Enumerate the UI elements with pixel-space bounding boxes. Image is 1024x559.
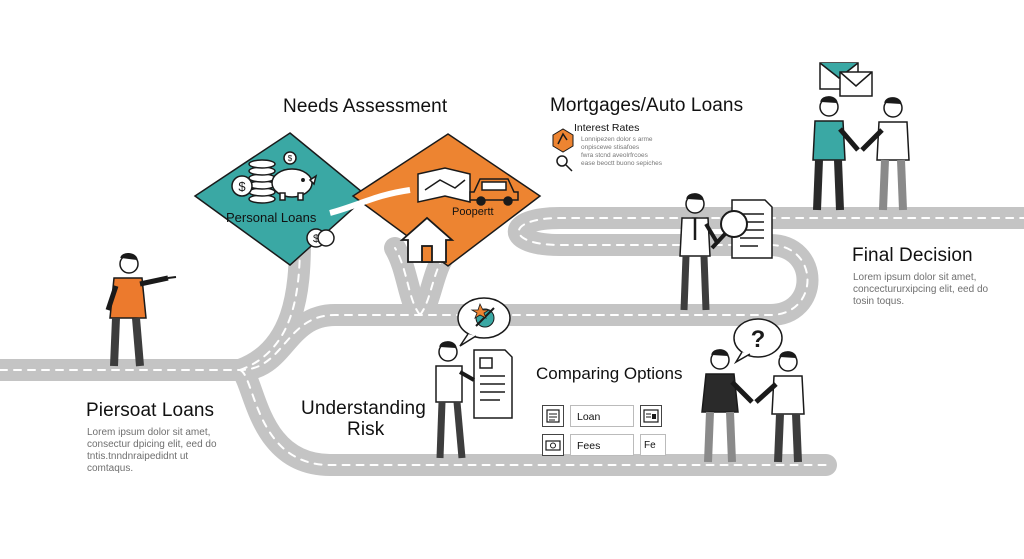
- diamond-label-property: Poopertt: [452, 206, 494, 218]
- interest-rates-text: Lonnipezen dolor s arme onpiscewe stisaf…: [581, 136, 662, 167]
- svg-text:$: $: [313, 233, 319, 245]
- magnifier-icon: [556, 155, 573, 172]
- question-bubble-icon: ?: [733, 318, 783, 365]
- option-loan-terms: Loan Terms: [570, 405, 634, 445]
- envelope-icon: [819, 62, 873, 97]
- option-fee-abbrev: Fe: [640, 434, 666, 456]
- heading-needs-assessment: Needs Assessment: [283, 96, 448, 117]
- document-icon: [473, 349, 513, 419]
- diamond-property: [329, 133, 542, 267]
- card-icon: [640, 405, 662, 427]
- heading-mortgages-auto-loans: Mortgages/Auto Loans: [550, 95, 744, 116]
- svg-text:$: $: [288, 154, 293, 163]
- interest-rates-title: Interest Rates: [574, 122, 640, 134]
- personal-loans-text: Lorem ipsum dolor sit amet, consectur dp…: [87, 427, 217, 474]
- person-with-magnifier: [679, 193, 720, 311]
- idea-bubble-icon: [457, 297, 511, 347]
- diamond-personal-loans: $ $ $: [193, 132, 369, 266]
- checklist-icon: [542, 405, 564, 427]
- car-icon: [469, 178, 519, 206]
- option-fees: Fees: [570, 434, 634, 456]
- handshake-people-comparing: [701, 349, 805, 463]
- diamond-label-personal-loans: Personal Loans: [226, 210, 317, 225]
- heading-understanding: Understanding: [301, 398, 426, 419]
- road-dashes: [0, 217, 1024, 466]
- person-pointing: [105, 253, 177, 367]
- handshake-people-final: [812, 96, 910, 211]
- piggy-bank-icon: [271, 168, 318, 201]
- heading-final-decision: Final Decision: [852, 245, 973, 266]
- heading-comparing-options: Comparing Options: [536, 364, 683, 383]
- money-stack-icon: $ $: [231, 151, 297, 204]
- road-network: [0, 207, 1024, 476]
- money-stack-icon: $: [306, 228, 335, 248]
- heading-personal-loans: Piersoat Loans: [86, 400, 215, 421]
- heading-risk: Risk: [347, 419, 385, 440]
- person-reading: [435, 341, 475, 459]
- svg-text:$: $: [238, 179, 246, 194]
- final-decision-text: Lorem ipsum dolor sit amet, concectururx…: [853, 272, 989, 307]
- money-stack-icon: [542, 434, 564, 456]
- interest-rates-badge: [552, 128, 574, 172]
- svg-text:?: ?: [751, 326, 766, 353]
- house-icon: [399, 216, 455, 263]
- map-icon: [417, 167, 471, 203]
